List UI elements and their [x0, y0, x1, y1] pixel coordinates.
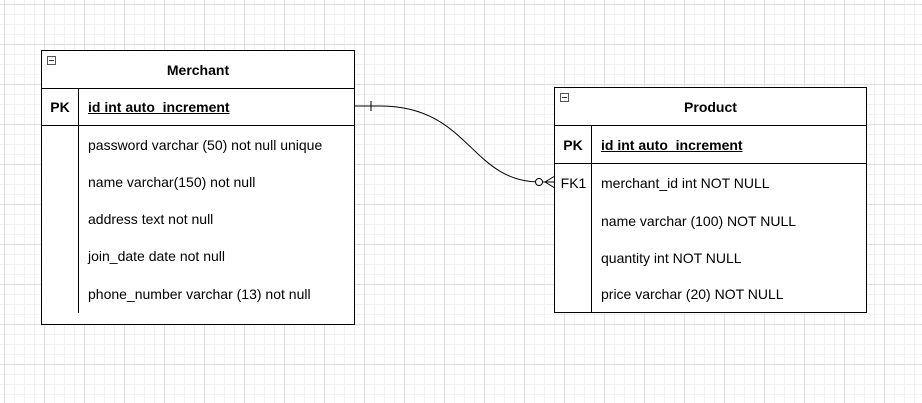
zero-cardinality-marker [535, 178, 543, 186]
many-cardinality-marker [544, 176, 555, 188]
product-field: name varchar (100) NOT NULL [601, 212, 797, 229]
merchant-field-list: password varchar (50) not null unique na… [42, 126, 354, 313]
product-key-divider [591, 164, 592, 312]
product-field-list: FK1 merchant_id int NOT NULL name varcha… [555, 164, 866, 312]
merchant-field-row: address text not null [42, 200, 354, 237]
merchant-field: phone_number varchar (13) not null [88, 285, 311, 302]
merchant-title: Merchant [166, 61, 230, 78]
relationship-line [354, 105, 554, 183]
product-pk-label: PK [555, 126, 592, 163]
product-entity[interactable]: Product PK id int auto_increment FK1 mer… [554, 87, 867, 313]
product-title-bar: Product [555, 88, 866, 126]
merchant-pk-row: PK id int auto_increment [42, 89, 354, 126]
merchant-pk-label: PK [42, 89, 79, 125]
merchant-pk-field: id int auto_increment [88, 99, 230, 115]
merchant-field-row: name varchar(150) not null [42, 163, 354, 200]
product-field: merchant_id int NOT NULL [601, 175, 770, 191]
product-field: price varchar (20) NOT NULL [601, 286, 784, 302]
product-field-row: quantity int NOT NULL [555, 239, 866, 276]
merchant-field: address text not null [88, 210, 214, 227]
product-field-row: FK1 merchant_id int NOT NULL [555, 164, 866, 202]
merchant-entity[interactable]: Merchant PK id int auto_increment passwo… [41, 50, 355, 325]
merchant-field-row: password varchar (50) not null unique [42, 126, 354, 163]
merchant-field-row: join_date date not null [42, 237, 354, 274]
merchant-field: join_date date not null [88, 247, 225, 264]
merchant-title-bar: Merchant [42, 51, 354, 89]
merchant-field-row: phone_number varchar (13) not null [42, 274, 354, 313]
merchant-field: password varchar (50) not null unique [88, 136, 323, 153]
product-pk-row: PK id int auto_increment [555, 126, 866, 164]
collapse-icon[interactable] [47, 56, 56, 65]
product-pk-field: id int auto_increment [601, 136, 743, 153]
merchant-field: name varchar(150) not null [88, 173, 256, 190]
product-title: Product [684, 98, 737, 115]
product-field-row: price varchar (20) NOT NULL [555, 276, 866, 312]
product-field-row: name varchar (100) NOT NULL [555, 202, 866, 239]
product-field: quantity int NOT NULL [601, 249, 742, 266]
product-fk-label: FK1 [560, 175, 587, 191]
collapse-icon[interactable] [560, 93, 569, 102]
merchant-key-divider [78, 126, 79, 313]
